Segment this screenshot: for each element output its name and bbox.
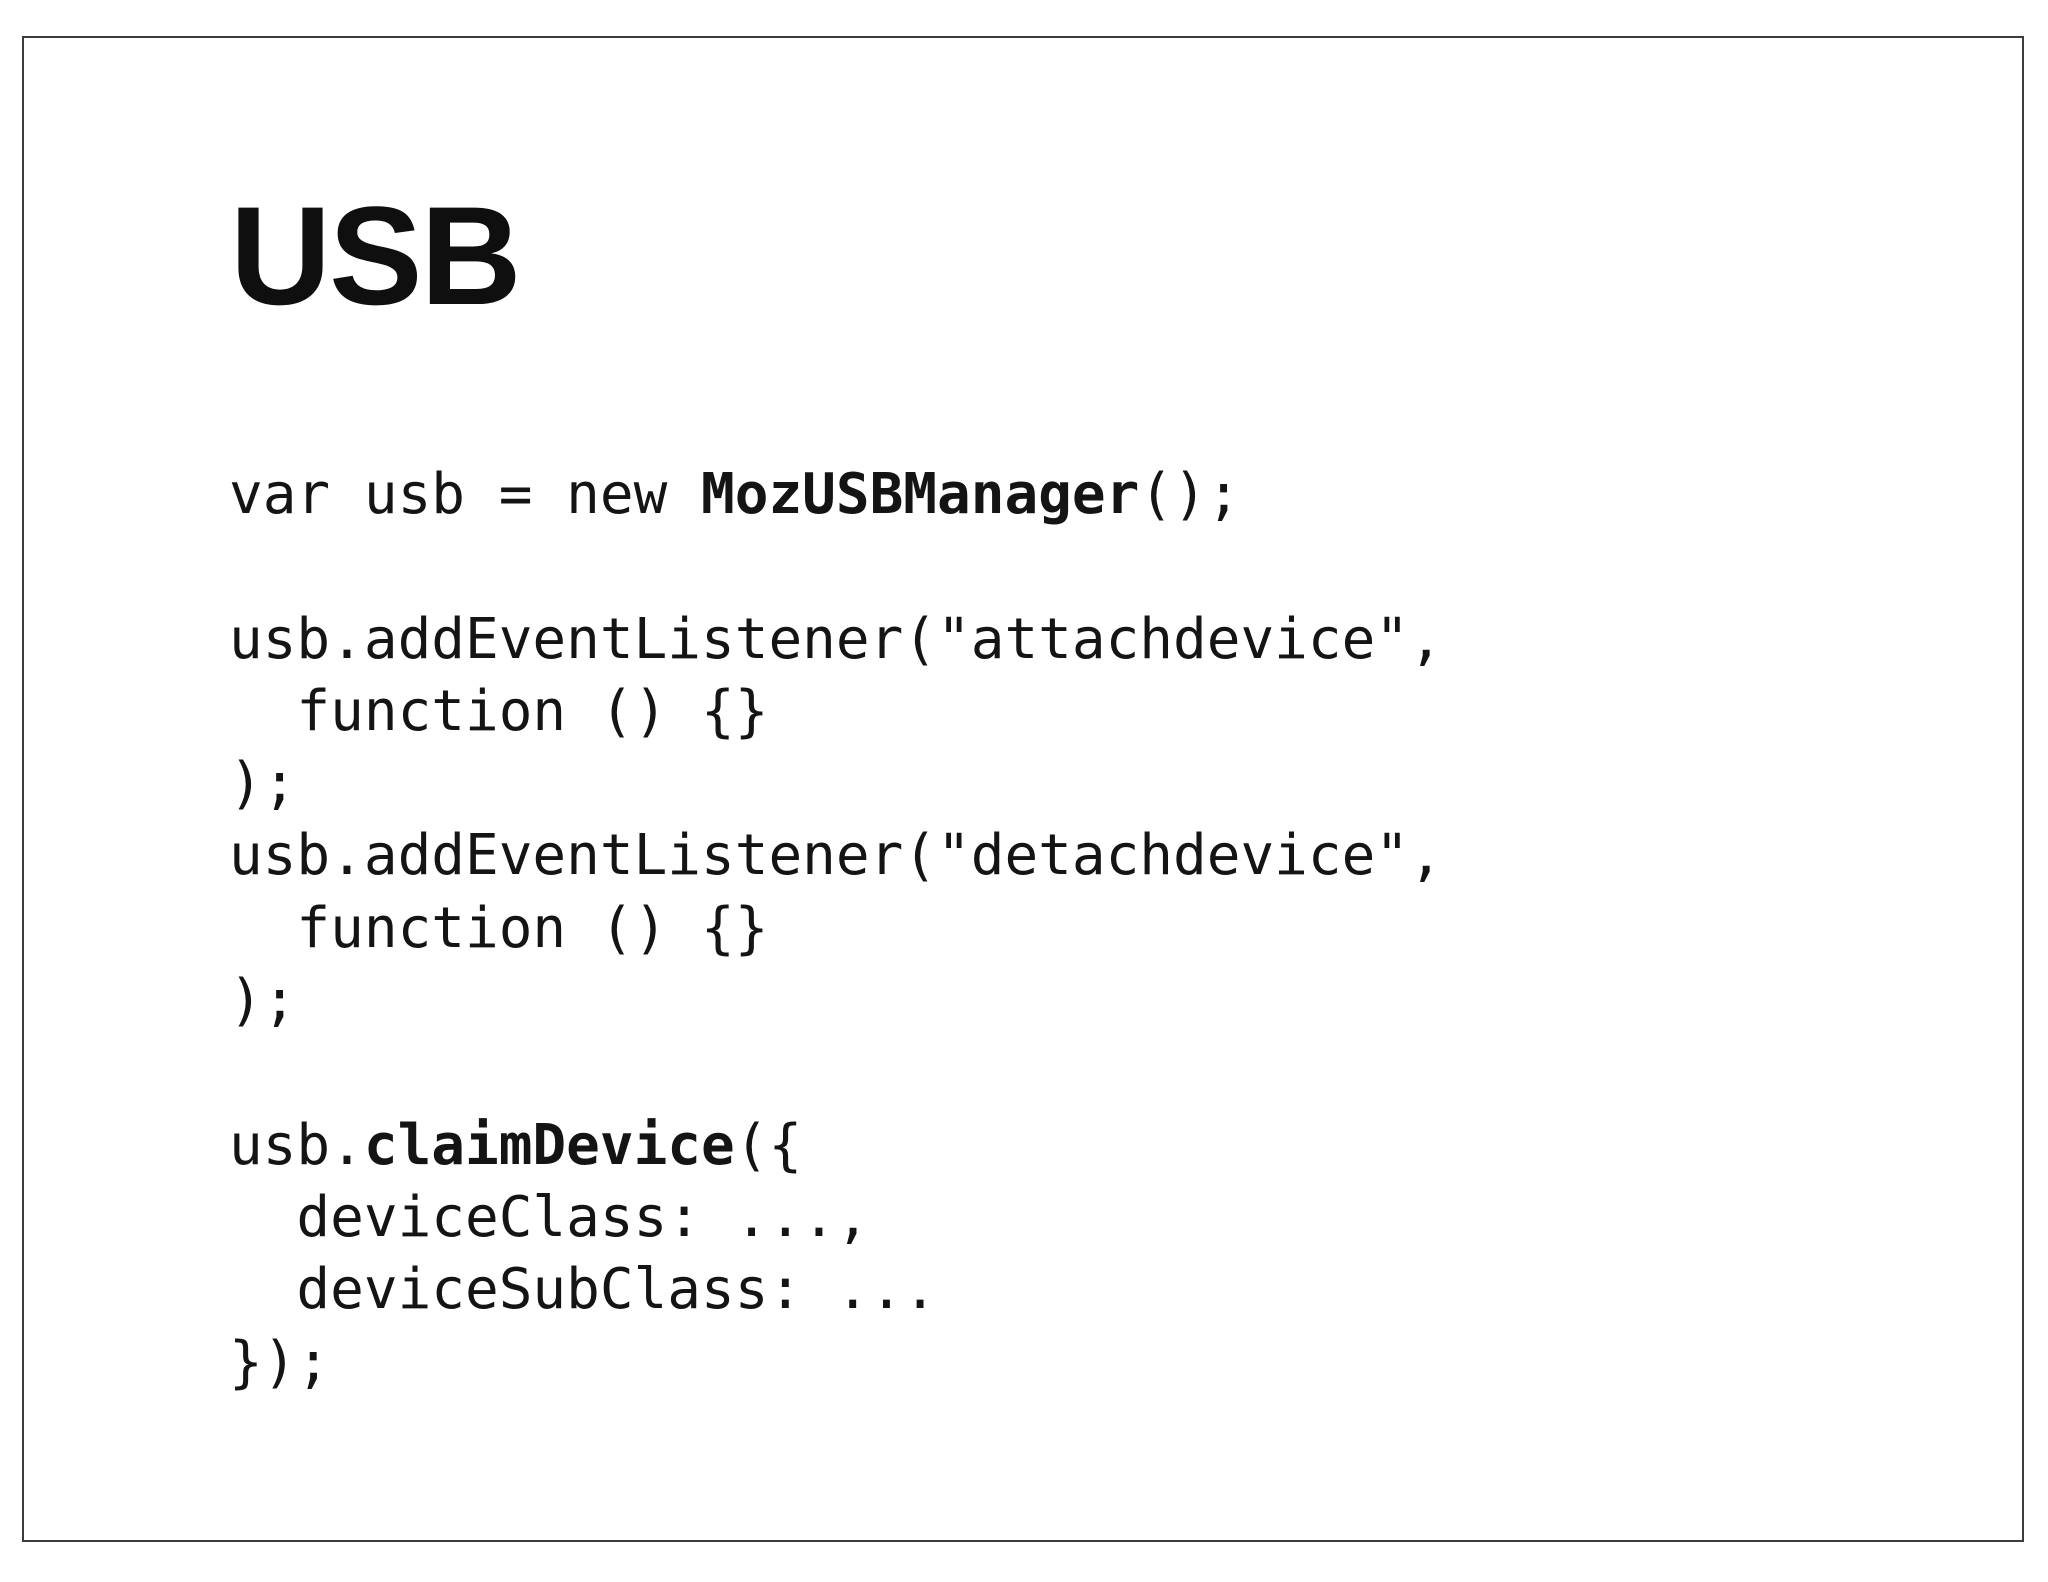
code-line: }); xyxy=(229,1327,1443,1399)
code-segment: ); xyxy=(229,751,297,817)
code-block: var usb = new MozUSBManager(); usb.addEv… xyxy=(229,459,1443,1399)
code-segment: usb.addEventListener("attachdevice", xyxy=(229,606,1443,672)
code-line: ); xyxy=(229,748,1443,820)
code-line: usb.addEventListener("detachdevice", xyxy=(229,820,1443,892)
code-segment: ); xyxy=(229,968,297,1034)
code-segment: function () {} xyxy=(229,895,769,961)
code-segment: usb.addEventListener("detachdevice", xyxy=(229,823,1443,889)
code-line: usb.claimDevice({ xyxy=(229,1110,1443,1182)
code-line: ); xyxy=(229,965,1443,1037)
code-segment: var usb = new xyxy=(229,462,702,527)
code-line: var usb = new MozUSBManager(); xyxy=(229,459,1443,531)
code-segment: ({ xyxy=(734,1112,803,1178)
code-line xyxy=(229,531,1443,603)
code-segment: usb. xyxy=(229,1112,364,1178)
code-segment: }); xyxy=(229,1329,331,1395)
code-segment-bold: MozUSBManager xyxy=(701,462,1140,527)
code-line: usb.addEventListener("attachdevice", xyxy=(229,604,1443,676)
slide-title: USB xyxy=(230,177,522,334)
code-segment-bold: claimDevice xyxy=(363,1112,735,1178)
code-line xyxy=(229,1037,1443,1109)
code-line: deviceClass: ..., xyxy=(229,1182,1443,1254)
code-line: function () {} xyxy=(229,893,1443,965)
code-line: function () {} xyxy=(229,676,1443,748)
slide-canvas: USB var usb = new MozUSBManager(); usb.a… xyxy=(22,36,2024,1542)
code-segment: deviceSubClass: ... xyxy=(229,1257,938,1323)
code-segment: (); xyxy=(1139,462,1241,527)
code-segment: deviceClass: ..., xyxy=(229,1184,870,1250)
code-line: deviceSubClass: ... xyxy=(229,1254,1443,1326)
code-segment: function () {} xyxy=(229,678,769,744)
